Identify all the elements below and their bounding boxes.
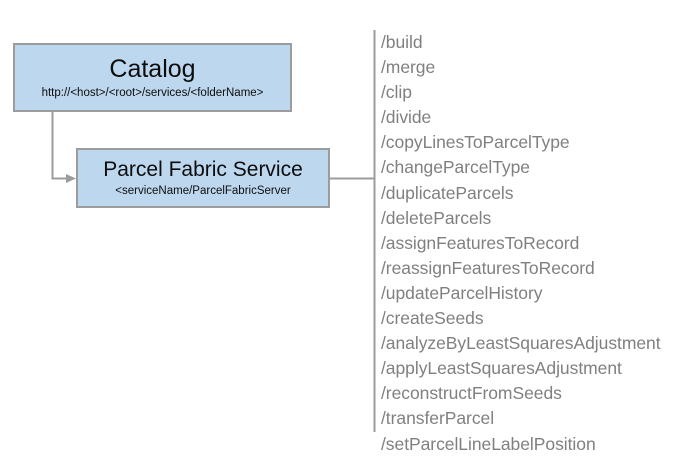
parcel-fabric-service-node: Parcel Fabric Service <serviceName/Parce…	[76, 148, 330, 208]
operation-list-item: /divide	[381, 107, 432, 128]
operation-list-item: /setParcelLineLabelPosition	[381, 433, 596, 454]
operation-list-item: /changeParcelType	[381, 157, 530, 178]
operation-list-item: /build	[381, 32, 423, 52]
catalog-node-url: http://<host>/<root>/services/<folderNam…	[41, 87, 264, 99]
catalog-node-title: Catalog	[109, 55, 196, 83]
operation-list-item: /applyLeastSquaresAdjustment	[381, 358, 622, 379]
parcel-fabric-service-node-path: <serviceName/ParcelFabricServer	[115, 185, 291, 197]
operation-list-item: /reassignFeaturesToRecord	[381, 257, 595, 278]
catalog-to-service-arrowhead	[66, 174, 76, 183]
operation-list-item: /analyzeByLeastSquaresAdjustment	[381, 333, 661, 354]
operation-list-item: /createSeeds	[381, 308, 484, 329]
catalog-to-service-connector	[51, 112, 68, 180]
operation-list-item: /transferParcel	[381, 408, 495, 429]
catalog-node: Catalog http://<host>/<root>/services/<f…	[13, 43, 292, 112]
operation-list-item: /clip	[381, 82, 412, 103]
operation-list-item: /assignFeaturesToRecord	[381, 232, 580, 253]
operation-list-item: /copyLinesToParcelType	[381, 132, 570, 153]
operation-list-item: /deleteParcels	[381, 207, 492, 228]
operation-list-item: /updateParcelHistory	[381, 282, 543, 303]
parcel-fabric-service-node-title: Parcel Fabric Service	[103, 158, 303, 181]
service-architecture-diagram: Catalog http://<host>/<root>/services/<f…	[13, 30, 661, 454]
operation-list-item: /merge	[381, 57, 436, 78]
operation-list-item: /duplicateParcels	[381, 182, 514, 203]
operations-list: /build/merge/clip/divide/copyLinesToParc…	[381, 30, 681, 457]
operation-list-item: /reconstructFromSeeds	[381, 383, 562, 404]
